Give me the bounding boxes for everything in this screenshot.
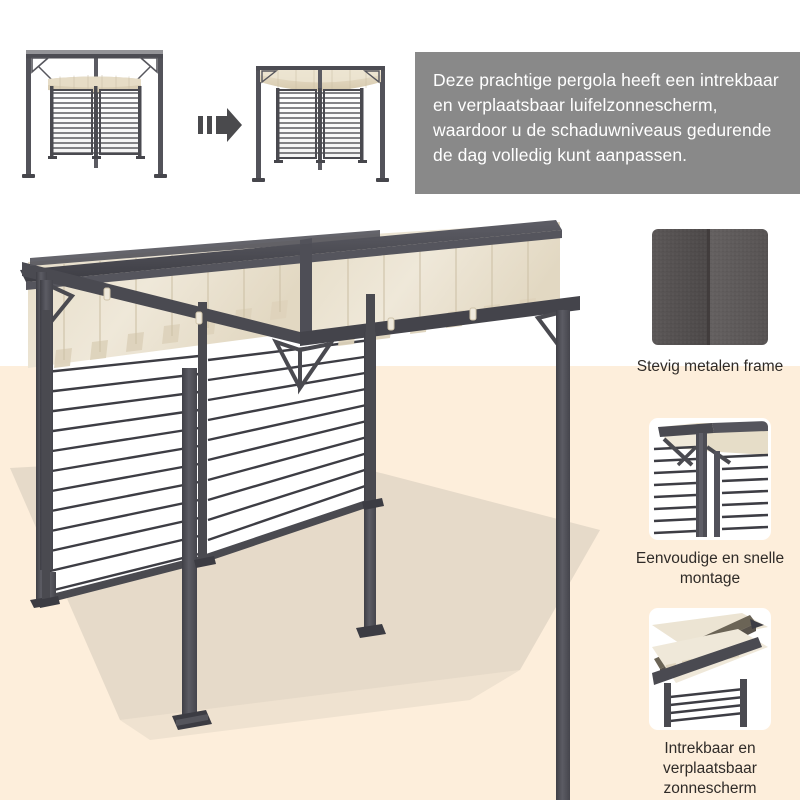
motion-arrow-right-icon [194, 102, 246, 148]
feature-caption: Intrekbaar en verplaatsbaar zonnescherm [663, 740, 757, 797]
corner-assembly-closeup-icon [649, 418, 771, 540]
retractable-canopy-closeup-icon [649, 608, 771, 730]
description-panel: Deze prachtige pergola heeft een intrekb… [415, 52, 800, 194]
feature-item-canopy: Intrekbaar en verplaatsbaar zonnescherm [620, 608, 800, 799]
feature-caption: Stevig metalen frame [636, 358, 784, 375]
feature-caption: Eenvoudige en snelle montage [635, 550, 785, 587]
pergola-diagram-retracted [8, 36, 204, 194]
description-text: Deze prachtige pergola heeft een intrekb… [433, 70, 779, 165]
feature-item-metal-frame: Stevig metalen frame [620, 226, 800, 377]
pergola-diagram-extended [238, 44, 414, 194]
feature-list: Stevig metalen frame [620, 226, 800, 800]
feature-item-assembly: Eenvoudige en snelle montage [620, 418, 800, 589]
pergola-main-product-photo [0, 200, 620, 800]
metal-frame-closeup-icon [649, 226, 771, 348]
